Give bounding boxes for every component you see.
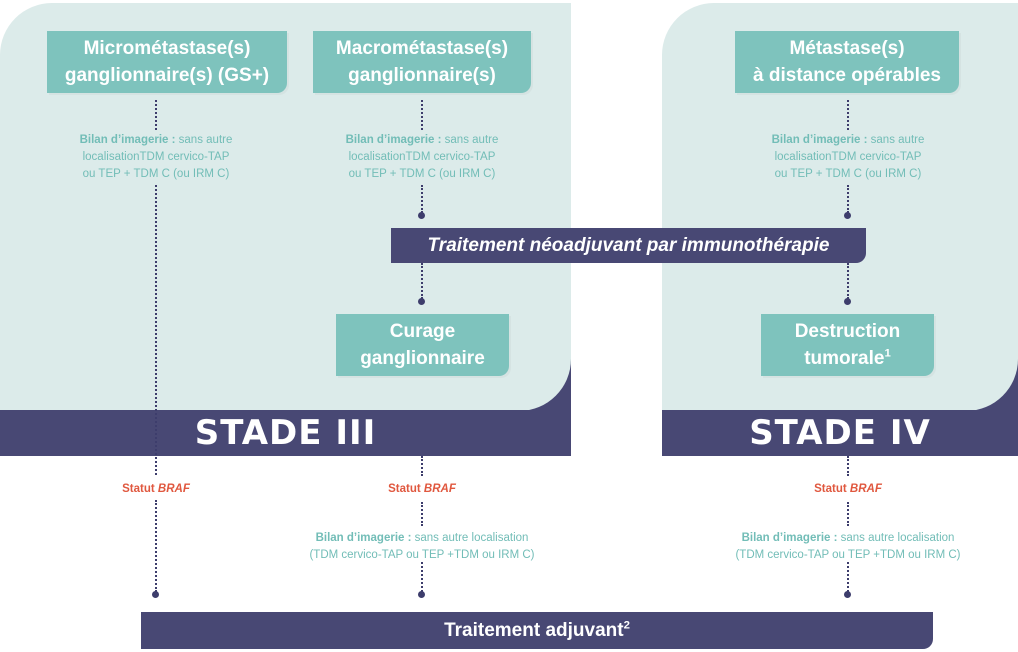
imaging-note-micro: Bilan d’imagerie : sans autre localisati… — [56, 132, 256, 183]
imaging-note-line1: Bilan d’imagerie : sans autre localisati… — [708, 530, 988, 547]
connector-line — [847, 562, 849, 592]
imaging-note-label: Bilan d’imagerie : — [771, 134, 868, 146]
braf-status-3: Statut BRAF — [788, 483, 908, 495]
imaging-note-rest: sans autre localisation — [411, 532, 529, 544]
macrometastase-line2: ganglionnaire(s) — [348, 65, 496, 86]
stage-iii-title: STADE III — [0, 410, 571, 456]
metastase-distance-line1: Métastase(s) — [789, 38, 905, 59]
footnote-2: 2 — [623, 619, 630, 632]
braf-gene: BRAF — [849, 483, 882, 495]
imaging-note-line2: localisationTDM cervico-TAP — [774, 151, 922, 163]
imaging-note-line3: ou TEP + TDM C (ou IRM C) — [82, 168, 230, 180]
imaging-note-line1: Bilan d’imagerie : sans autre — [322, 132, 522, 149]
braf-status-1: Statut BRAF — [96, 483, 216, 495]
imaging-note-line2: localisationTDM cervico-TAP — [348, 151, 496, 163]
connector-line — [421, 185, 423, 213]
imaging-note-rest: sans autre — [175, 134, 233, 146]
imaging-note-line2: (TDM cervico-TAP ou TEP +TDM ou IRM C) — [309, 549, 535, 561]
imaging-note-label: Bilan d’imagerie : — [741, 532, 838, 544]
imaging-note-label: Bilan d’imagerie : — [345, 134, 442, 146]
macrometastase-line1: Macrométastase(s) — [335, 38, 509, 59]
braf-gene: BRAF — [423, 483, 456, 495]
connector-line — [847, 502, 849, 526]
destruction-word: tumorale — [804, 348, 885, 369]
destruction-box: Destruction tumorale1 — [761, 314, 934, 376]
connector-dot — [418, 591, 425, 598]
imaging-note-label: Bilan d’imagerie : — [79, 134, 176, 146]
connector-line — [847, 100, 849, 130]
connector-line — [847, 263, 849, 299]
imaging-note-line3: ou TEP + TDM C (ou IRM C) — [774, 168, 922, 180]
adjuvant-bar: Traitement adjuvant2 — [141, 612, 933, 649]
imaging-note-line1: Bilan d’imagerie : sans autre — [56, 132, 256, 149]
destruction-line1: Destruction — [794, 321, 901, 342]
metastase-distance-box: Métastase(s) à distance opérables — [735, 31, 959, 93]
curage-line2: ganglionnaire — [360, 348, 485, 369]
connector-dot — [844, 298, 851, 305]
connector-line — [155, 100, 157, 130]
imaging-note-line1: Bilan d’imagerie : sans autre — [748, 132, 948, 149]
adjuvant-text: Traitement adjuvant — [444, 619, 624, 641]
braf-prefix: Statut — [388, 483, 424, 495]
curage-line1: Curage — [389, 321, 456, 342]
imaging-note-bottom-iii: Bilan d’imagerie : sans autre localisati… — [282, 530, 562, 564]
destruction-line2: tumorale1 — [761, 345, 934, 372]
connector-dot — [844, 212, 851, 219]
imaging-note-rest: sans autre localisation — [837, 532, 955, 544]
curage-box: Curage ganglionnaire — [336, 314, 509, 376]
connector-line — [155, 185, 157, 475]
metastase-distance-line2: à distance opérables — [753, 65, 941, 86]
braf-gene: BRAF — [157, 483, 190, 495]
imaging-note-bottom-iv: Bilan d’imagerie : sans autre localisati… — [708, 530, 988, 564]
imaging-note-meta: Bilan d’imagerie : sans autre localisati… — [748, 132, 948, 183]
imaging-note-line3: ou TEP + TDM C (ou IRM C) — [348, 168, 496, 180]
connector-line — [847, 185, 849, 213]
connector-line — [421, 562, 423, 592]
connector-dot — [844, 591, 851, 598]
braf-status-2: Statut BRAF — [362, 483, 482, 495]
braf-prefix: Statut — [814, 483, 850, 495]
connector-line — [847, 456, 849, 476]
connector-dot — [418, 212, 425, 219]
micrometastase-line2: ganglionnaire(s) (GS+) — [64, 65, 270, 86]
adjuvant-label: Traitement adjuvant2 — [444, 619, 630, 642]
stage-iv-title: STADE IV — [662, 410, 1018, 456]
imaging-note-rest: sans autre — [867, 134, 925, 146]
braf-prefix: Statut — [122, 483, 158, 495]
imaging-note-label: Bilan d’imagerie : — [315, 532, 412, 544]
connector-line — [421, 502, 423, 526]
imaging-note-macro: Bilan d’imagerie : sans autre localisati… — [322, 132, 522, 183]
footnote-1: 1 — [884, 347, 891, 360]
neoadjuvant-label: Traitement néoadjuvant par immunothérapi… — [427, 234, 830, 256]
imaging-note-line2: (TDM cervico-TAP ou TEP +TDM ou IRM C) — [735, 549, 961, 561]
connector-line — [421, 456, 423, 476]
connector-line — [155, 500, 157, 592]
connector-dot — [418, 298, 425, 305]
macrometastase-box: Macrométastase(s) ganglionnaire(s) — [313, 31, 531, 93]
imaging-note-line2: localisationTDM cervico-TAP — [82, 151, 230, 163]
micrometastase-line1: Micrométastase(s) — [83, 38, 251, 59]
connector-dot — [152, 591, 159, 598]
connector-line — [421, 263, 423, 299]
neoadjuvant-bar: Traitement néoadjuvant par immunothérapi… — [391, 228, 866, 263]
connector-line — [421, 100, 423, 130]
imaging-note-line1: Bilan d’imagerie : sans autre localisati… — [282, 530, 562, 547]
micrometastase-box: Micrométastase(s) ganglionnaire(s) (GS+) — [47, 31, 287, 93]
imaging-note-rest: sans autre — [441, 134, 499, 146]
